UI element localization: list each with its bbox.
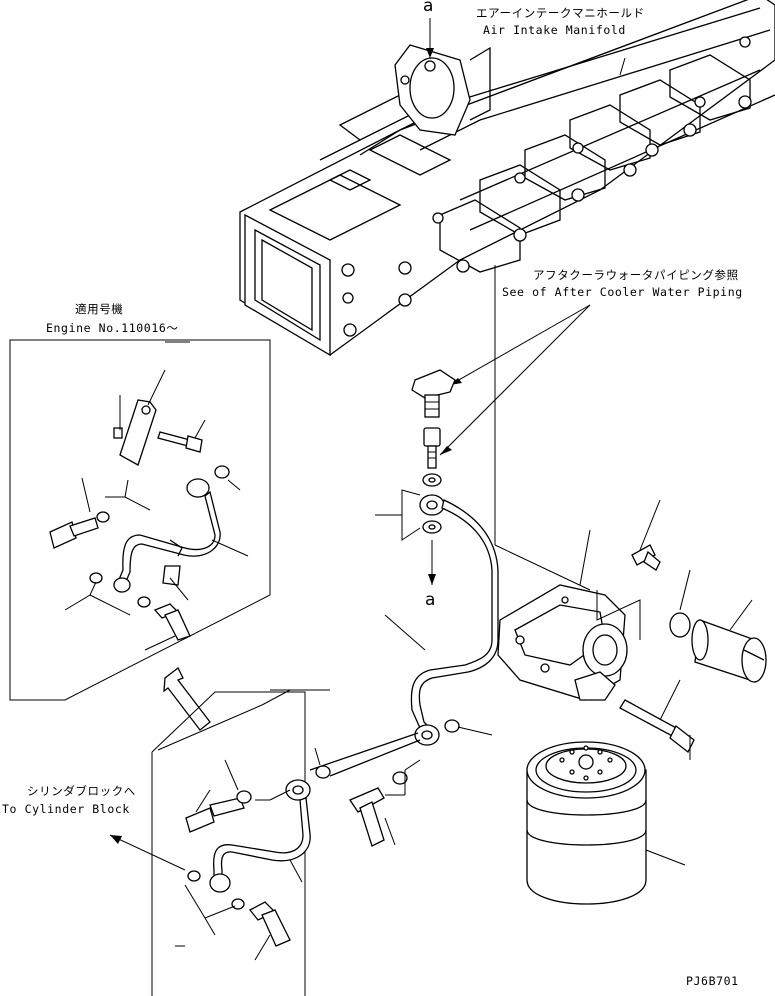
applicable-label-jp: 適用号機 — [75, 302, 124, 316]
filter-head — [497, 499, 767, 760]
filter-cartridge — [526, 741, 686, 905]
drawing-code: PJ6B701 — [686, 974, 739, 988]
aftercooler-fittings — [375, 304, 591, 585]
section-marker-mid: a — [425, 590, 437, 610]
arrow-down-icon — [426, 48, 434, 58]
section-marker-top: a — [423, 0, 435, 16]
leader-arrow-icon — [110, 835, 122, 844]
applicable-inset — [9, 339, 271, 701]
aftercooler-label-jp: アフタクーラウォータパイピング参照 — [533, 268, 739, 282]
hollow-arrow-icon — [163, 667, 211, 731]
air-intake-manifold — [239, 0, 775, 357]
cylinder-label-en: To Cylinder Block — [2, 802, 130, 816]
arrow-down-icon — [428, 574, 436, 585]
manifold-leaders — [426, 18, 626, 591]
aftercooler-label-en: See of After Cooler Water Piping — [502, 285, 743, 299]
applicable-label-en: Engine No.110016～ — [46, 321, 179, 335]
cylinder-label-jp: シリンダブロックへ — [27, 784, 136, 798]
oil-pipe — [309, 494, 499, 847]
manifold-label-en: Air Intake Manifold — [483, 23, 626, 37]
manifold-label-jp: エアーインテークマニホールド — [476, 6, 645, 20]
lower-inset — [109, 689, 331, 996]
